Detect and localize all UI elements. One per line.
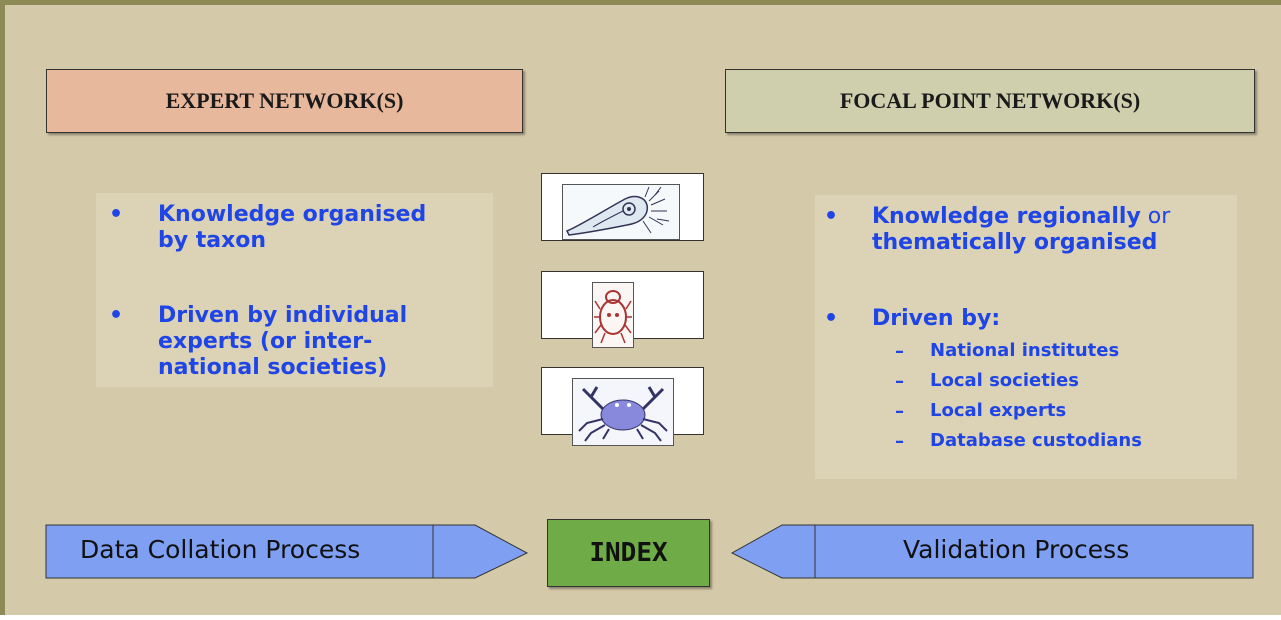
dash-icon: – bbox=[895, 371, 904, 392]
expert-network-header: EXPERT NETWORK(S) bbox=[46, 69, 523, 133]
protozoan-drawing-icon bbox=[562, 184, 680, 240]
dash-icon: – bbox=[895, 341, 904, 362]
focal-point-network-header: FOCAL POINT NETWORK(S) bbox=[725, 69, 1255, 133]
left-bullet-2-line-3: national societies) bbox=[158, 355, 388, 380]
data-collation-label: Data Collation Process bbox=[80, 535, 361, 564]
left-bullet-2-line-2: experts (or inter- bbox=[158, 329, 373, 354]
dash-icon: – bbox=[895, 431, 904, 452]
bullet-icon: • bbox=[824, 306, 839, 331]
left-bullet-2-line-1: Driven by individual bbox=[158, 303, 408, 328]
mite-drawing-icon bbox=[592, 282, 634, 348]
bullet-icon: • bbox=[824, 204, 839, 229]
validation-label: Validation Process bbox=[903, 535, 1130, 564]
right-bullet-1-bold: Knowledge regionally bbox=[872, 204, 1141, 229]
right-bullet-1-normal: or bbox=[1140, 204, 1171, 229]
image-card-mite bbox=[541, 271, 704, 348]
bullet-icon: • bbox=[109, 303, 124, 328]
sub-item-database-custodians: Database custodians bbox=[930, 430, 1142, 451]
flow-arrows bbox=[45, 524, 1254, 579]
left-bullet-1-line-1: Knowledge organised bbox=[158, 202, 427, 227]
right-bullet-1-line-2: thematically organised bbox=[872, 230, 1158, 255]
expert-network-panel bbox=[96, 193, 493, 387]
right-bullet-1-line-1: Knowledge regionally or bbox=[872, 204, 1170, 230]
index-box: INDEX bbox=[547, 519, 710, 587]
validation-arrow bbox=[730, 524, 1254, 579]
dash-icon: – bbox=[895, 401, 904, 422]
sub-item-national-institutes: National institutes bbox=[930, 340, 1120, 361]
image-card-protozoan bbox=[541, 173, 704, 241]
crab-drawing-icon bbox=[572, 378, 674, 446]
sub-item-local-societies: Local societies bbox=[930, 370, 1079, 391]
right-bullet-2-label: Driven by: bbox=[872, 306, 1001, 331]
data-collation-arrow bbox=[45, 524, 529, 579]
sub-item-local-experts: Local experts bbox=[930, 400, 1067, 421]
left-bullet-1-line-2: by taxon bbox=[158, 228, 267, 253]
image-card-crab bbox=[541, 367, 704, 446]
focal-point-panel bbox=[815, 195, 1237, 479]
bullet-icon: • bbox=[109, 202, 124, 227]
